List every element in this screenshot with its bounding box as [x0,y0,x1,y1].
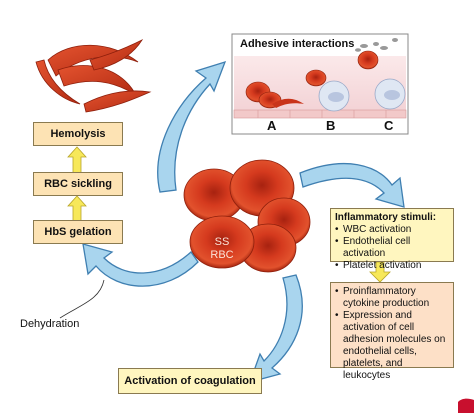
stack-arrow-up-2 [67,146,87,174]
adhesive-label-b: B [326,118,336,133]
ss-rbc-cluster [183,159,311,273]
hemolysis-box: Hemolysis [33,122,123,146]
hbs-gelation-label: HbS gelation [44,226,112,238]
hemolysis-label: Hemolysis [50,128,106,140]
arrow-to-hbs-gelation [82,243,199,287]
coagulation-label: Activation of coagulation [124,375,256,387]
dehydration-label: Dehydration [20,318,80,330]
coagulation-box: Activation of coagulation [118,368,262,394]
adhesive-panel-graphic [231,33,409,135]
stack-arrow-up-1 [67,195,87,223]
list-item: Platelet activation [335,260,449,272]
ss-label: SS [214,236,230,248]
list-item: WBC activation [335,224,449,236]
list-item: Proinflammatory cytokine production [335,286,449,310]
sickle-cells-illustration [35,39,152,113]
proinflammatory-box: Proinflammatory cytokine production Expr… [330,282,454,381]
rbc-sickling-label: RBC sickling [44,178,112,190]
publisher-logo [458,398,474,413]
hbs-gelation-box: HbS gelation [33,220,123,244]
ss-rbc-label: SS RBC [200,236,244,262]
rbc-sickling-box: RBC sickling [33,172,123,196]
inflammatory-title: Inflammatory stimuli: [335,212,437,223]
arrow-to-coagulation [248,274,303,383]
dehydration-pointer [59,279,105,319]
inflammatory-box: Inflammatory stimuli: WBC activation End… [330,208,454,272]
proinflammatory-list: Proinflammatory cytokine production Expr… [335,286,449,382]
inflammatory-list: WBC activation Endothelial cell activati… [335,224,449,272]
list-item: Expression and activation of cell adhesi… [335,310,449,382]
adhesive-label-c: C [384,118,394,133]
list-item: Endothelial cell activation [335,236,449,260]
arrow-to-adhesive [157,60,227,193]
adhesive-label-a: A [267,118,277,133]
arrow-to-inflammatory [299,162,405,208]
adhesive-title: Adhesive interactions [240,38,355,50]
rbc-label: RBC [210,249,234,261]
